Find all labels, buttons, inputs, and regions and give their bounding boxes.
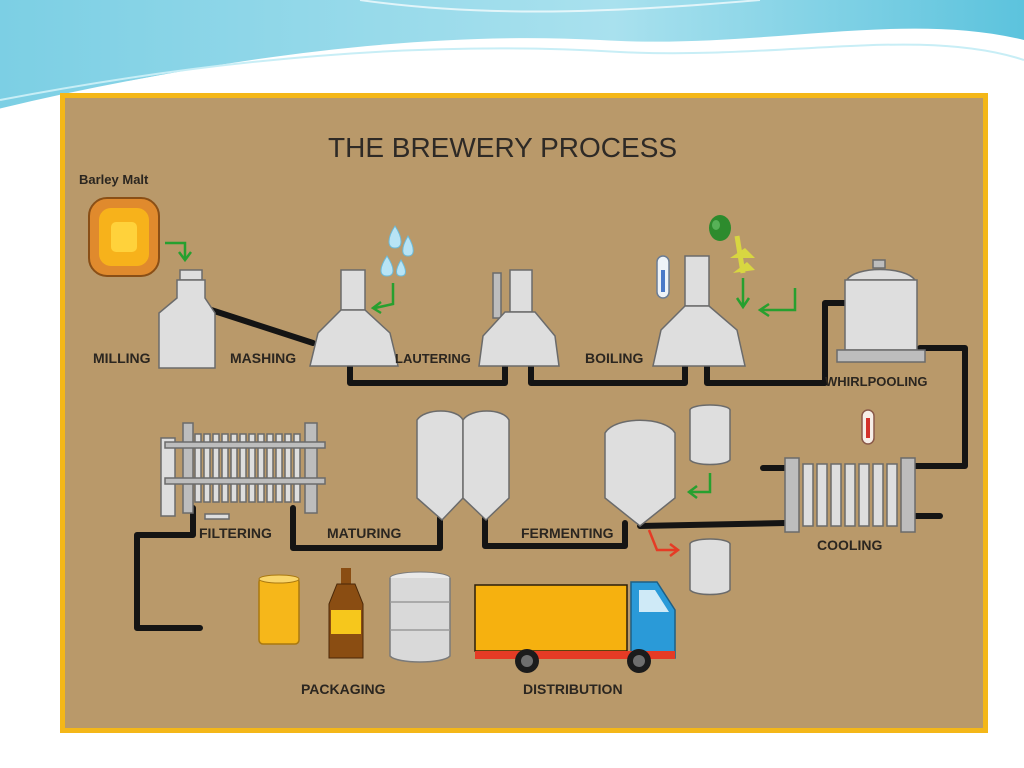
whirlpooling-label: WHIRLPOOLING — [825, 374, 928, 389]
pipe-maturing-filtering — [290, 505, 443, 551]
barley-malt-label: Barley Malt — [79, 172, 149, 187]
arrow-additive-to-kettle — [761, 288, 797, 312]
water-drops-icon — [380, 225, 414, 277]
spent-yeast-bucket-icon — [689, 538, 731, 596]
bottle-icon — [328, 568, 364, 659]
arrow-yeast-in — [690, 473, 712, 494]
fermenting-tank-icon — [604, 419, 676, 527]
cooling-heat-exchanger-icon — [784, 457, 916, 533]
header-wave-line — [0, 32, 1024, 112]
boiling-kettle-icon — [652, 255, 746, 367]
mashing-vessel-icon — [309, 269, 399, 367]
boiling-label: BOILING — [585, 350, 643, 366]
hops-icon — [709, 215, 755, 274]
brewery-process-diagram: THE BREWERY PROCESS Barley Malt MILLING — [60, 93, 988, 733]
lautering-label: LAUTERING — [395, 351, 471, 366]
filtering-label: FILTERING — [199, 525, 272, 541]
keg-icon — [389, 571, 451, 663]
arrow-water-to-mash — [374, 283, 395, 310]
pipe-lautering-boiling — [528, 360, 688, 386]
diagram-title: THE BREWERY PROCESS — [328, 132, 677, 163]
cooling-thermometer-icon — [861, 409, 875, 445]
packaging-label: PACKAGING — [301, 681, 386, 697]
pipe-milling-mashing — [202, 305, 316, 346]
lautering-tun-icon — [478, 269, 560, 367]
pipe-cooling-fermenting — [637, 520, 788, 529]
pipe-filtering-packaging — [134, 505, 203, 631]
filtering-press-icon — [160, 422, 326, 520]
whirlpool-tank-icon — [836, 259, 926, 363]
arrow-malt-to-mill — [165, 241, 187, 258]
fermenting-label: FERMENTING — [521, 525, 614, 541]
cooling-label: COOLING — [817, 537, 882, 553]
thermometer-icon — [656, 255, 670, 299]
distribution-label: DISTRIBUTION — [523, 681, 623, 697]
maturing-tanks-icon — [416, 410, 510, 522]
milling-mill-icon — [158, 269, 216, 369]
can-icon — [258, 574, 300, 645]
milling-label: MILLING — [93, 350, 151, 366]
pipe-mashing-lautering — [347, 360, 508, 386]
arrow-yeast-out — [647, 529, 677, 552]
pipe-whirlpool-cooling — [912, 345, 968, 469]
yeast-bucket-icon — [689, 404, 731, 466]
truck-icon — [474, 581, 676, 673]
mashing-label: MASHING — [230, 350, 296, 366]
pipe-fermenting-maturing — [482, 515, 628, 549]
maturing-label: MATURING — [327, 525, 402, 541]
header-wave — [0, 0, 1024, 110]
malt-sack-icon — [88, 197, 160, 277]
diagram-canvas: THE BREWERY PROCESS Barley Malt MILLING — [79, 132, 968, 697]
pipe-boiling-whirlpool — [704, 300, 848, 386]
